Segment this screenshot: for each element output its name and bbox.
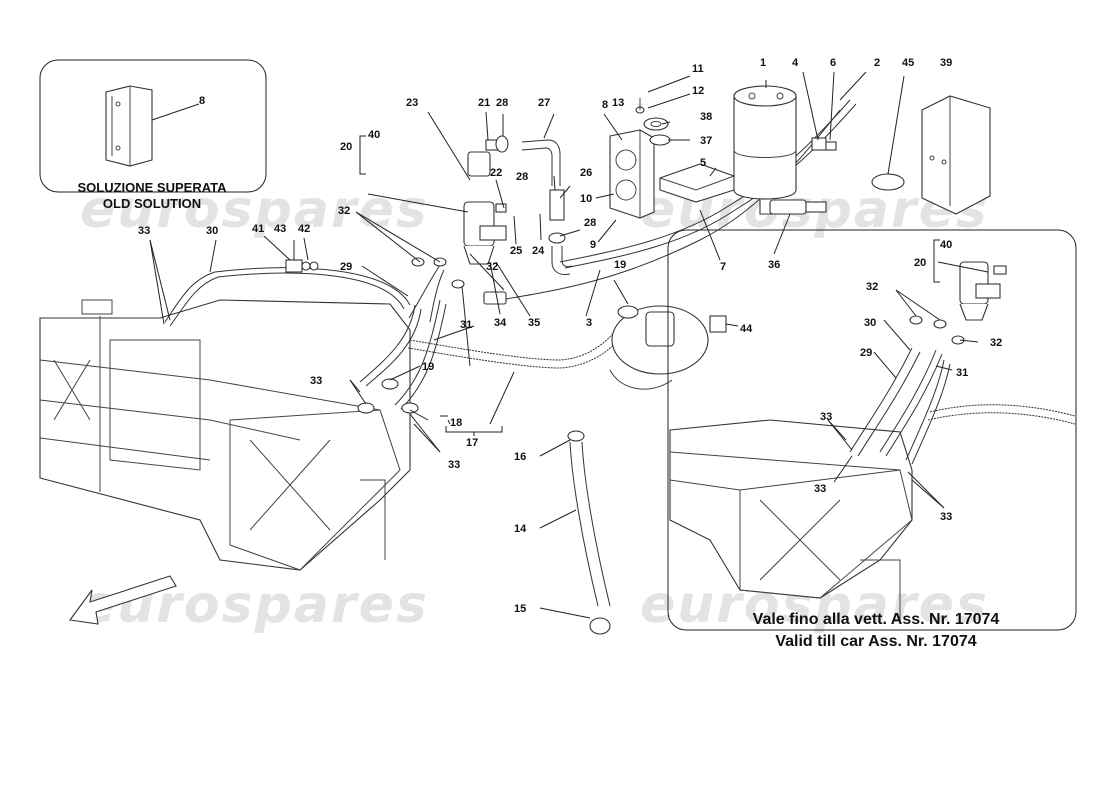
- callout-28: 28: [496, 97, 508, 109]
- old-solution-caption-en: OLD SOLUTION: [102, 196, 202, 211]
- callout-11: 11: [692, 63, 704, 75]
- callout-39: 39: [940, 57, 952, 69]
- solenoid-valve-inset: [909, 261, 1007, 345]
- callout-2: 2: [874, 57, 880, 69]
- callout-8: 8: [602, 99, 608, 111]
- fuel-tank-inset: [669, 419, 913, 620]
- callout-35: 35: [528, 317, 540, 329]
- carbon-canister-part: [733, 85, 797, 215]
- hose-assembly-main: [164, 99, 857, 410]
- group-brace: [933, 239, 940, 283]
- callout-38: 38: [700, 111, 712, 123]
- hose-assembly-inset: [849, 347, 1076, 465]
- callout-19: 19: [422, 361, 434, 373]
- callout-40: 40: [368, 129, 380, 141]
- clamp-set-part: [285, 257, 507, 414]
- callout-45: 45: [902, 57, 914, 69]
- callout-41: 41: [252, 223, 264, 235]
- vent-hose-part: [567, 430, 611, 635]
- callout-28: 28: [584, 217, 596, 229]
- solenoid-valve-part: [463, 201, 507, 265]
- washer-set-part: [635, 98, 671, 146]
- callout-14: 14: [514, 523, 527, 535]
- callout-16: 16: [514, 451, 526, 463]
- hose-connector-part: [769, 199, 827, 215]
- callout-15: 15: [514, 603, 526, 615]
- callout-34: 34: [494, 317, 507, 329]
- callout-13: 13: [612, 97, 624, 109]
- callout-33: 33: [448, 459, 460, 471]
- validity-caption-it: Vale fino alla vett. Ass. Nr. 17074: [752, 611, 1000, 628]
- callout-36: 36: [768, 259, 780, 271]
- callout-6: 6: [830, 57, 836, 69]
- callout-9: 9: [590, 239, 596, 251]
- direction-arrow-icon: [69, 575, 177, 625]
- callout-30: 30: [206, 225, 218, 237]
- callout-33: 33: [940, 511, 952, 523]
- clip-part: [709, 315, 727, 333]
- callout-17: 17: [466, 437, 478, 449]
- old-solution-caption-it: SOLUZIONE SUPERATA: [77, 180, 227, 195]
- callout-22: 22: [490, 167, 502, 179]
- callout-31: 31: [460, 319, 472, 331]
- fuel-tank-main: [39, 299, 411, 571]
- elbow-hose-part: [495, 135, 561, 186]
- hose-clamp-part: [811, 137, 837, 151]
- leader-line: [151, 103, 200, 121]
- callout-18: 18: [450, 417, 462, 429]
- group-brace: [445, 426, 503, 436]
- callout-42: 42: [298, 223, 310, 235]
- callout-21: 21: [478, 97, 490, 109]
- callout-labels: 8 1 2 3 4 5 6 7 8 9 10 11 12 13 14 15 16…: [138, 57, 1002, 615]
- callout-23: 23: [406, 97, 418, 109]
- callout-25: 25: [510, 245, 522, 257]
- leader-lines: [149, 71, 989, 619]
- callout-37: 37: [700, 135, 712, 147]
- callout-24: 24: [532, 245, 545, 257]
- callout-12: 12: [692, 85, 704, 97]
- callout-32: 32: [866, 281, 878, 293]
- callout-20: 20: [914, 257, 926, 269]
- callout-31: 31: [956, 367, 968, 379]
- callout-29: 29: [340, 261, 352, 273]
- callout-7: 7: [720, 261, 726, 273]
- o-ring-part: [871, 173, 905, 191]
- mounting-tray-part: [659, 163, 735, 203]
- callout-33: 33: [820, 411, 832, 423]
- callout-33: 33: [310, 375, 322, 387]
- callout-4: 4: [792, 57, 799, 69]
- callout-20: 20: [340, 141, 352, 153]
- callout-3: 3: [586, 317, 592, 329]
- callout-28: 28: [516, 171, 528, 183]
- callout-26: 26: [580, 167, 592, 179]
- callout-8: 8: [199, 95, 205, 107]
- callout-32: 32: [338, 205, 350, 217]
- callout-32: 32: [990, 337, 1002, 349]
- callout-40: 40: [940, 239, 952, 251]
- old-solution-inset-frame: [39, 59, 267, 193]
- canister-bracket-part: [609, 129, 655, 219]
- callout-30: 30: [864, 317, 876, 329]
- validity-caption-en: Valid till car Ass. Nr. 17074: [775, 633, 977, 650]
- old-bracket-part: [105, 85, 153, 167]
- callout-10: 10: [580, 193, 592, 205]
- protective-cover-part: [921, 95, 991, 215]
- group-brace: [359, 135, 366, 175]
- early-version-inset-frame: [667, 229, 1077, 631]
- callout-33: 33: [138, 225, 150, 237]
- filler-neck-part: [609, 305, 709, 390]
- callout-33: 33: [814, 483, 826, 495]
- callout-27: 27: [538, 97, 550, 109]
- callout-19: 19: [614, 259, 626, 271]
- callout-1: 1: [760, 57, 766, 69]
- callout-44: 44: [740, 323, 753, 335]
- callout-32: 32: [486, 261, 498, 273]
- callout-29: 29: [860, 347, 872, 359]
- callout-5: 5: [700, 157, 706, 169]
- callout-43: 43: [274, 223, 286, 235]
